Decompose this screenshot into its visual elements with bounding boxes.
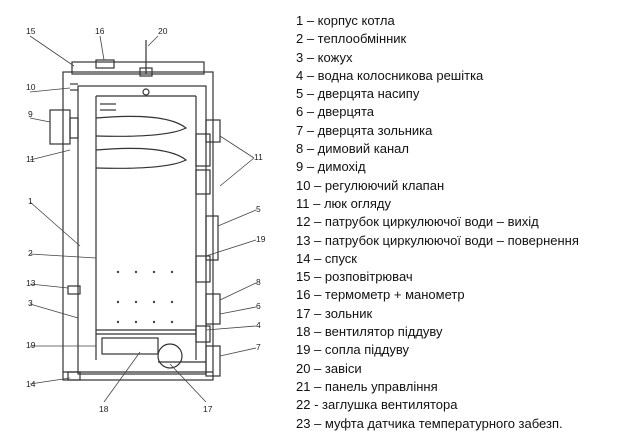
parts-legend: 1 – корпус котла 2 – теплообмінник 3 – к… bbox=[296, 12, 579, 433]
legend-item: 17 – зольник bbox=[296, 305, 373, 321]
legend-item: 4 – водна колосникова решітка bbox=[296, 67, 484, 83]
legend-item: 14 – спуск bbox=[296, 250, 357, 266]
loading-door bbox=[205, 119, 221, 143]
boiler-body bbox=[77, 85, 207, 375]
legend-item: 8 – димовий канал bbox=[296, 141, 409, 157]
callout-label: 7 bbox=[256, 342, 261, 352]
fan-icon bbox=[157, 343, 183, 369]
legend-item: 13 – патрубок циркулюючої води – поверне… bbox=[296, 232, 579, 248]
callout-label: 11 bbox=[254, 152, 263, 162]
callout-label: 11 bbox=[26, 154, 35, 164]
legend-item: 12 – патрубок циркулюючої води – вихід bbox=[296, 214, 539, 230]
callout-label: 13 bbox=[26, 278, 36, 288]
callout-label: 17 bbox=[203, 404, 213, 414]
legend-item: 23 – муфта датчика температурного забезп… bbox=[296, 415, 563, 431]
callout-label: 2 bbox=[28, 248, 33, 258]
boiler-casing bbox=[62, 71, 214, 381]
callout-label: 19 bbox=[256, 234, 266, 244]
callout-label: 18 bbox=[99, 404, 109, 414]
callout-label: 1 bbox=[28, 196, 33, 206]
legend-item: 22 - заглушка вентилятора bbox=[296, 397, 458, 413]
callout-label: 14 bbox=[26, 379, 36, 389]
legend-item: 6 – дверцята bbox=[296, 104, 375, 120]
callout-label: 19 bbox=[26, 340, 36, 350]
legend-item: 18 – вентилятор піддуву bbox=[296, 324, 443, 340]
legend-item: 15 – розповітрювач bbox=[296, 269, 413, 285]
legend-item: 9 – димохід bbox=[296, 159, 366, 175]
callout-label: 6 bbox=[256, 301, 261, 311]
boiler-diagram: 15 16 20 10 9 11 1 2 13 3 19 14 18 17 11… bbox=[26, 26, 266, 414]
legend-item: 1 – корпус котла bbox=[296, 13, 395, 28]
callout-label: 16 bbox=[95, 26, 105, 36]
legend-item: 16 – термометр + манометр bbox=[296, 287, 465, 303]
callout-label: 10 bbox=[26, 82, 36, 92]
legend-item: 20 – завіси bbox=[296, 360, 362, 376]
legend-item: 5 – дверцята насипу bbox=[296, 86, 420, 102]
callout-label: 20 bbox=[158, 26, 168, 36]
legend-item: 7 – дверцята зольника bbox=[296, 122, 433, 138]
legend-item: 3 – кожух bbox=[296, 49, 353, 65]
callout-label: 5 bbox=[256, 204, 261, 214]
legend-item: 10 – регулюючий клапан bbox=[296, 177, 445, 193]
callout-label: 8 bbox=[256, 277, 261, 287]
control-panel bbox=[71, 61, 205, 75]
ash-pan bbox=[101, 337, 159, 355]
legend-item: 2 – теплообмінник bbox=[296, 31, 407, 47]
callout-label: 9 bbox=[28, 109, 33, 119]
callout-label: 3 bbox=[28, 298, 33, 308]
legend-item: 19 – сопла піддуву bbox=[296, 342, 409, 358]
legend-item: 11 – люк огляду bbox=[296, 195, 391, 211]
legend-item: 21 – панель управління bbox=[296, 378, 438, 394]
chimney bbox=[49, 109, 71, 145]
callout-label: 15 bbox=[26, 26, 36, 36]
callout-label: 4 bbox=[256, 320, 261, 330]
